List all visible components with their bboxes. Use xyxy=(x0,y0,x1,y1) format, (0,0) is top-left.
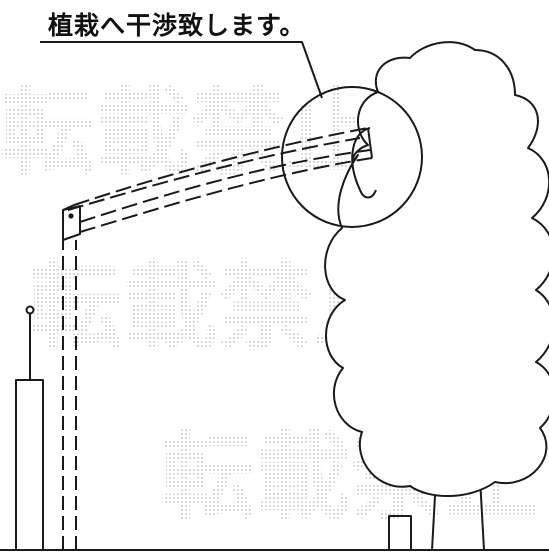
caption-text: 植栽へ干渉致します。 xyxy=(48,11,306,40)
arm-pole-icon xyxy=(62,240,77,550)
tree-inner-lobe xyxy=(351,127,377,199)
arm-end-cap xyxy=(367,127,373,159)
arm-joint xyxy=(62,204,81,241)
interference-circle-icon xyxy=(281,86,423,228)
tree-icon xyxy=(324,41,549,497)
antenna-pole-icon xyxy=(15,305,44,550)
callout-leader-line xyxy=(40,41,323,99)
watermark-text-1: 転載禁止 xyxy=(0,78,380,188)
extended-arm xyxy=(67,127,373,233)
base-post xyxy=(388,515,412,550)
